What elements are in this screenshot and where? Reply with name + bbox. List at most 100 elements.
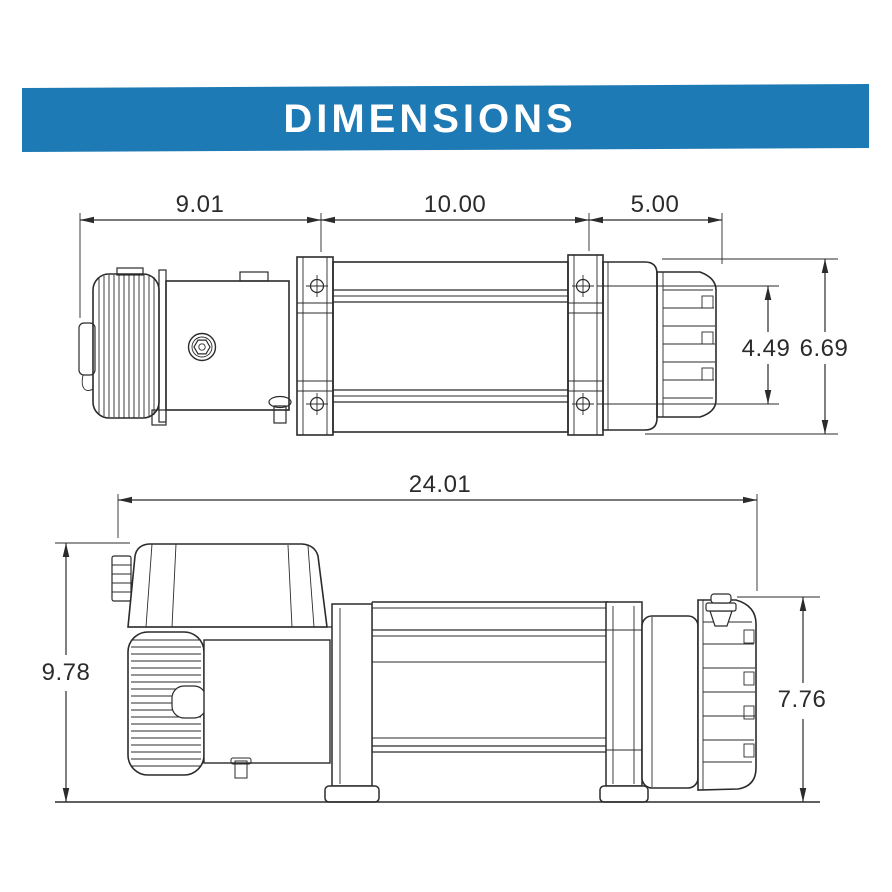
gear-end-ribs	[662, 272, 715, 417]
top-length-dimension-chain: 9.01 10.00 5.00	[79, 191, 723, 318]
breather-plug-stem	[273, 405, 287, 424]
arrowhead	[321, 216, 335, 224]
mount-bracket-left	[296, 256, 334, 436]
extension-lines	[117, 494, 758, 591]
clutch-knob-cap	[710, 593, 732, 604]
gear-end-outline	[697, 599, 757, 791]
arrowhead	[764, 286, 772, 300]
arrowhead	[821, 420, 829, 434]
motor-fins-side	[131, 639, 201, 767]
dim-motor-length: 9.01	[176, 191, 225, 218]
gear-end-lug	[743, 671, 755, 686]
dim-overall-height-top: 6.69	[800, 335, 849, 362]
control-box-side	[127, 543, 328, 628]
winch-top-view	[78, 254, 717, 436]
bracket-body	[296, 256, 334, 436]
arrowhead	[62, 543, 70, 557]
housing-foot	[151, 409, 167, 426]
bracket-body	[567, 254, 604, 436]
extension-lines	[597, 285, 779, 405]
gear-housing-top	[165, 280, 290, 411]
bolt-outer-ring	[187, 332, 217, 362]
arrowhead	[708, 216, 722, 224]
drum-top-view	[332, 261, 569, 433]
motor-notch	[171, 685, 207, 719]
breather-plug-cap	[268, 395, 292, 409]
arrowhead	[307, 216, 321, 224]
dim-overall-height-side: 9.78	[42, 659, 91, 686]
side-overall-height-dimension: 9.78	[42, 542, 130, 802]
bracket-detail-lines	[297, 257, 333, 435]
arrowhead	[575, 216, 589, 224]
arrowhead	[80, 216, 94, 224]
banner-background	[22, 84, 869, 152]
leg-foot	[324, 785, 380, 803]
mount-tab	[116, 267, 144, 276]
leg-lines	[606, 606, 642, 784]
arrowhead	[821, 259, 829, 273]
bolt-hole-crosshair	[306, 393, 328, 415]
drum-edges	[371, 602, 609, 752]
page-title: DIMENSIONS	[283, 97, 576, 141]
solenoid-connector	[111, 555, 132, 602]
drain-plug-cap	[230, 757, 252, 765]
motor-body-side	[203, 639, 331, 764]
clutch-knob-flange	[705, 602, 737, 612]
cable-hook-detail	[81, 374, 94, 391]
gear-end-lug	[701, 331, 714, 345]
dim-overall-length: 24.01	[409, 471, 472, 498]
gear-end-lug	[743, 629, 755, 644]
clutch-housing-side	[641, 615, 699, 789]
arrowhead	[799, 597, 807, 611]
hex-bolt	[187, 332, 217, 362]
dim-gear-end-length: 5.00	[631, 191, 680, 218]
bolt-pattern-height-dimension: 4.49	[597, 285, 791, 405]
tie-rod-inner-lines	[333, 295, 568, 397]
mount-bracket-right	[567, 254, 604, 436]
mount-tab	[239, 271, 269, 282]
dim-drum-end-height: 7.76	[778, 686, 827, 713]
bolt-hole-crosshair	[572, 393, 594, 415]
dim-bolt-pattern-height: 4.49	[742, 335, 791, 362]
top-overall-height-dimension: 6.69	[645, 258, 849, 435]
gear-end-outline	[656, 271, 717, 418]
motor-end-plate	[158, 269, 167, 423]
drum-lines	[372, 607, 608, 739]
overall-length-dimension: 24.01	[117, 471, 758, 591]
control-box-panel-lines	[145, 543, 315, 628]
leg-body	[605, 601, 643, 787]
support-leg-right	[599, 601, 649, 803]
motor-cooling-fins	[98, 274, 155, 418]
arrowhead	[799, 788, 807, 802]
drum-outline	[332, 261, 569, 433]
dim-drum-length: 10.00	[424, 191, 487, 218]
bolt-inner-ring	[191, 336, 213, 358]
gear-end-lug	[743, 705, 755, 720]
drum-side-view	[371, 601, 609, 753]
tie-rod-lines	[333, 289, 568, 403]
gear-end-lug	[701, 295, 714, 309]
extension-lines	[79, 213, 723, 318]
gear-end-top-view	[656, 271, 717, 418]
bolt-hole-crosshair	[306, 275, 328, 297]
support-leg-left	[324, 603, 380, 803]
drum-end-height-dimension: 7.76	[737, 596, 827, 802]
gear-end-side-view	[697, 593, 757, 791]
arrowhead	[62, 788, 70, 802]
winch-side-view	[55, 543, 820, 803]
arrowhead	[118, 496, 132, 504]
leg-foot	[599, 785, 649, 803]
clutch-housing-top	[602, 261, 658, 431]
bracket-detail-lines	[568, 255, 603, 435]
drain-plug-stem	[234, 760, 248, 779]
bolt-hole-crosshair	[572, 275, 594, 297]
banner: DIMENSIONS	[22, 84, 869, 152]
motor-end-cap	[78, 322, 96, 376]
extension-lines	[645, 258, 838, 435]
gear-end-lug	[743, 743, 755, 758]
gear-end-lug	[701, 367, 714, 381]
drum-rims	[372, 629, 608, 753]
arrowhead	[764, 390, 772, 404]
